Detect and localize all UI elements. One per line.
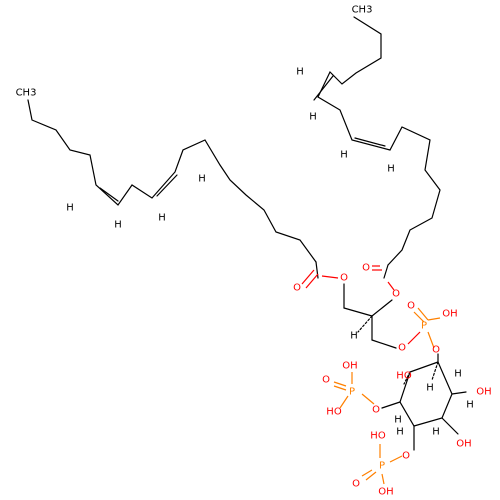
o-p3-dbl: O (352, 479, 360, 490)
ring-oh4 (441, 417, 459, 435)
p-2: P (349, 387, 355, 398)
h-r2: H (309, 112, 317, 123)
right-ester-o (387, 281, 395, 291)
p-main-dbl-a (413, 311, 425, 323)
p-main-dbl-b (417, 307, 429, 321)
right-ester-c (383, 264, 389, 279)
ring-oh3 (451, 391, 467, 395)
h-ring-6: H (394, 415, 402, 426)
o-p-main-dbl: O (407, 301, 415, 312)
o-p3-ring: O (402, 451, 410, 462)
p3-dbl-a (361, 469, 373, 477)
glycerol-h-hash (357, 315, 373, 333)
o-glycerol-p: O (398, 343, 406, 354)
o-ester-left-dbl: O (293, 283, 301, 294)
o-p2-dbl: O (322, 375, 330, 386)
oh-p3-top: HO (370, 431, 386, 442)
p-main-ring-o (427, 331, 435, 349)
h-l1: H (66, 203, 74, 214)
glycerol-c2-o (371, 299, 393, 317)
right-db-2 (354, 137, 386, 147)
ho-p2: HO (326, 407, 342, 418)
h-ring-4: H (432, 427, 440, 438)
ring-o-p2 (381, 401, 401, 409)
p3-o-bond (389, 455, 403, 463)
left-ester-c-bond (315, 261, 319, 279)
h-r4: H (387, 164, 395, 175)
oh-p2-top: OH (342, 361, 357, 372)
p3-oh2-bond (381, 473, 385, 485)
h-l3: H (158, 213, 166, 224)
right-db-1 (313, 75, 334, 101)
p-3: P (379, 461, 385, 472)
p2-dbl-a (333, 381, 347, 387)
left-db-1 (99, 187, 119, 202)
h-r3: H (340, 150, 348, 161)
p2-dbl-b (333, 385, 347, 391)
p-main-oh-bond (427, 317, 441, 321)
h-l4: H (198, 174, 206, 185)
p3-dbl-b (365, 471, 377, 481)
o-p-main-ring: O (432, 345, 440, 356)
glycerol-c1-c2 (343, 307, 373, 317)
h-ring-5: H (396, 427, 404, 438)
left-ester-dbl-b (305, 273, 319, 289)
p2-o-bond (361, 393, 375, 405)
h-ring-3: H (466, 400, 474, 411)
h-ring-1: H (454, 369, 462, 380)
ch3-left: CH3 (16, 88, 37, 99)
p-main-o-bond (407, 331, 421, 345)
oh-p3: OH (378, 487, 393, 498)
left-db-2 (156, 174, 178, 197)
p-main: P (421, 321, 427, 332)
glycerol-c3-o (371, 339, 397, 349)
o-p2-ring: O (372, 405, 380, 416)
o-ester-left: O (340, 273, 348, 284)
oh-p-main: OH (442, 309, 457, 320)
oh-ring-3: OH (476, 387, 491, 398)
oh-ring-2: HO (396, 371, 412, 382)
o-ester-right: O (392, 289, 400, 300)
h-ring-1b: H (426, 383, 434, 394)
left-chain-bonds (27, 99, 317, 263)
ring-h1-hash (431, 361, 439, 381)
h-r1: H (296, 67, 304, 78)
left-ester-o (321, 275, 339, 279)
ring-oh2-hash (403, 371, 411, 385)
bonds (27, 16, 467, 485)
p2-ho-bond (339, 395, 349, 409)
ch3-right: CH3 (352, 5, 373, 16)
right-chain-bonds (317, 16, 441, 266)
left-ester-dbl-a (301, 269, 315, 285)
o-ester-right-dbl: O (362, 263, 370, 274)
atom-labels: CH3 CH3 H H H H H H H H O O O O H O P O … (16, 5, 492, 498)
oh-ring-4: OH (456, 439, 471, 450)
h-glycerol: H (350, 331, 358, 342)
h-l2: H (114, 220, 122, 231)
